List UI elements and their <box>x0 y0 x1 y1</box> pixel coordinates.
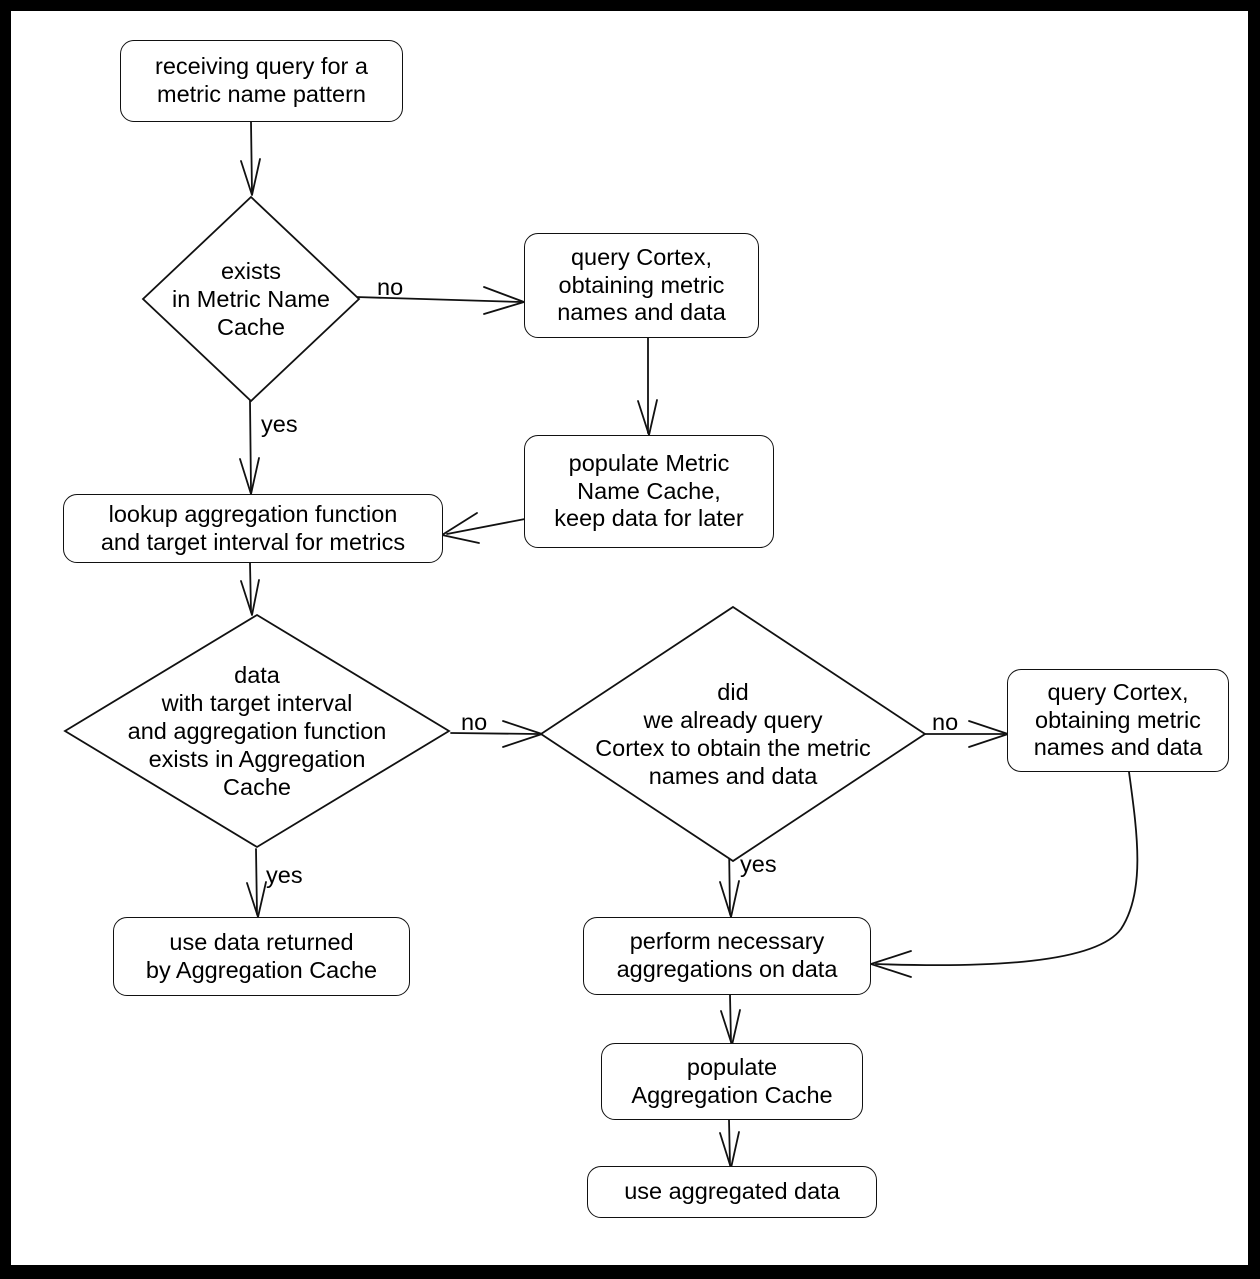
edge-populate-to-lookup <box>446 518 526 535</box>
flowchart-canvas: receiving query for a metric name patter… <box>11 11 1248 1265</box>
edge-label-exists-yes: yes <box>261 411 298 437</box>
diagram-frame: receiving query for a metric name patter… <box>11 11 1248 1265</box>
edge-start-to-exists <box>250 121 253 194</box>
diamond-shape <box>539 605 927 863</box>
node-populate-metric-name-cache[interactable]: populate Metric Name Cache, keep data fo… <box>524 435 774 548</box>
edge-label-alreadyquery-yes: yes <box>740 851 777 877</box>
node-label: exists in Metric Name Cache <box>171 257 330 341</box>
node-start[interactable]: receiving query for a metric name patter… <box>120 40 403 122</box>
node-did-already-query[interactable]: did we already query Cortex to obtain th… <box>539 605 927 863</box>
edge-lookup-to-aggdiamond <box>249 562 252 613</box>
edge-aggcache-yes <box>255 848 258 915</box>
node-query-cortex-top[interactable]: query Cortex, obtaining metric names and… <box>524 233 759 338</box>
edge-label-aggcache-yes: yes <box>266 862 303 888</box>
edge-label-exists-no: no <box>377 274 404 300</box>
edge-exists-yes <box>249 400 252 492</box>
edge-label-alreadyquery-no: no <box>932 709 959 735</box>
node-lookup-aggregation[interactable]: lookup aggregation function and target i… <box>63 494 443 563</box>
node-query-cortex-right[interactable]: query Cortex, obtaining metric names and… <box>1007 669 1229 772</box>
node-use-aggregated-data[interactable]: use aggregated data <box>587 1166 877 1218</box>
diamond-shape <box>141 195 361 403</box>
node-label: did we already query Cortex to obtain th… <box>595 678 871 790</box>
node-perform-aggregations[interactable]: perform necessary aggregations on data <box>583 917 871 995</box>
diamond-shape <box>63 613 451 849</box>
edge-populateagg-to-useagg <box>728 1119 731 1166</box>
node-use-cached-data[interactable]: use data returned by Aggregation Cache <box>113 917 410 996</box>
edge-label-aggcache-no: no <box>461 709 488 735</box>
node-data-exists-aggregation-cache[interactable]: data with target interval and aggregatio… <box>63 613 451 849</box>
node-label: data with target interval and aggregatio… <box>127 661 387 801</box>
node-populate-aggregation-cache[interactable]: populate Aggregation Cache <box>601 1043 863 1120</box>
node-exists-metric-name-cache[interactable]: exists in Metric Name Cache <box>141 195 361 403</box>
edge-perform-to-populateagg <box>729 994 732 1043</box>
